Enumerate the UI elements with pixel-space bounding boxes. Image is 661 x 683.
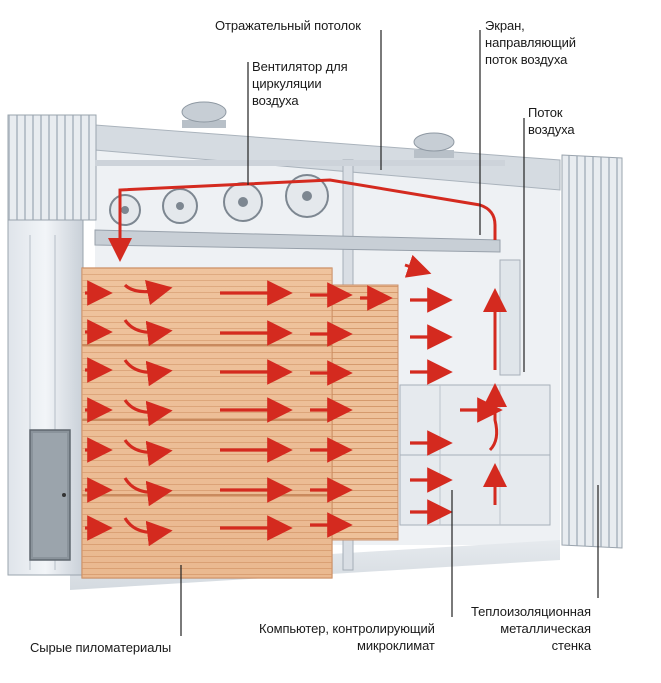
circulation-fan-1 (109, 194, 141, 226)
leader-lines (180, 30, 599, 636)
roof-exhaust-fan-2 (413, 132, 455, 158)
air-guide-screen (499, 259, 521, 376)
label-climate-computer: Компьютер, контролирующий микроклимат (259, 621, 435, 653)
control-cabinet (399, 384, 551, 526)
circulation-fan-2 (162, 188, 198, 224)
label-circulation-fan: Вентилятор для циркуляции воздуха (252, 59, 348, 108)
label-insulated-wall: Теплоизоляционная металлическая стенка (471, 604, 591, 653)
circulation-fan-4 (285, 174, 329, 218)
label-air-guide-screen: Экран, направляющий поток воздуха (485, 18, 576, 67)
label-reflective-ceiling: Отражательный потолок (215, 18, 361, 33)
left-wall-upper (7, 114, 97, 221)
label-raw-lumber: Сырые пиломатериалы (30, 640, 172, 655)
lumber-stack-back (329, 284, 399, 541)
circulation-fan-3 (223, 182, 263, 222)
roof-exhaust-fan-1 (181, 101, 227, 128)
insulated-wall (561, 154, 623, 549)
fan-deck (94, 229, 501, 253)
flow-arrows-horizontal (85, 279, 503, 547)
frame-beam (95, 160, 505, 166)
label-airflow: Поток воздуха (528, 105, 575, 137)
